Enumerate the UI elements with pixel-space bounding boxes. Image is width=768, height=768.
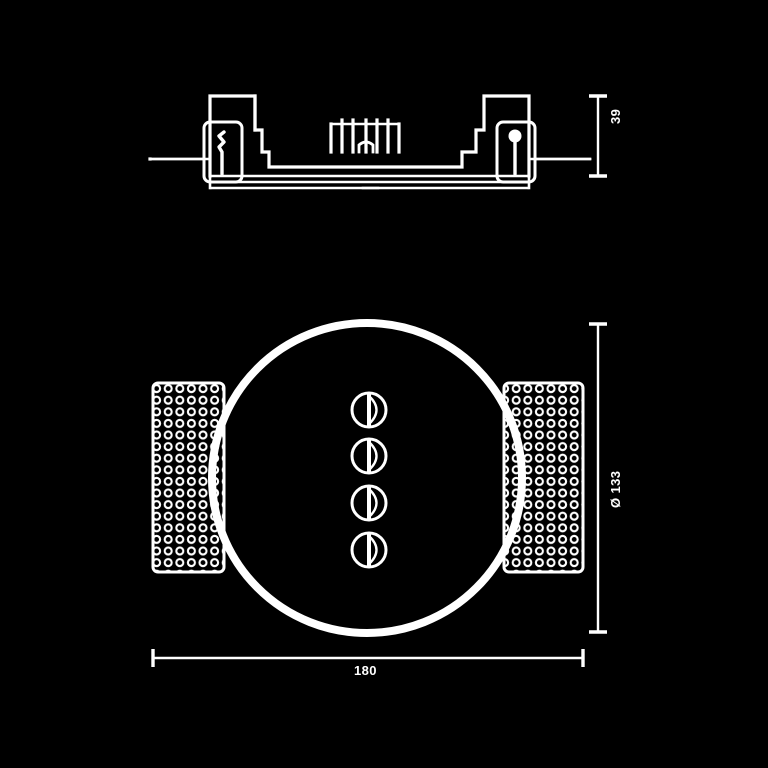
spring-clip-left [217,130,226,176]
led-module-2 [350,437,388,475]
led-modules [350,391,388,569]
led-4-arc [368,535,378,565]
led-2-arc [368,441,378,471]
heatsink-fins [329,118,401,154]
keyhole-head-right [508,129,522,143]
dimension-label-height: 39 [608,108,623,124]
perforated-plate-right [502,381,585,574]
dimension-diameter-133 [589,322,607,634]
dimension-height-39 [589,94,607,178]
led-4-outline [350,531,388,569]
led-module-1 [350,391,388,429]
dimension-label-width: 180 [354,663,377,678]
dimension-label-diameter: Ø 133 [608,470,623,508]
led-1-arc [368,395,378,425]
spring-clip-housing-right [495,120,537,184]
led-3-arc [368,488,378,518]
reflector-arch [357,140,375,154]
side-section-view [148,94,592,190]
led-module-3 [350,484,388,522]
body-circle [208,319,526,637]
led-1-outline [350,391,388,429]
dimension-width-180 [151,649,585,667]
led-module-4 [350,531,388,569]
led-3-outline [350,484,388,522]
plate-right-mesh [504,383,583,572]
plan-view [151,319,585,637]
spring-clip-housing-left [202,120,244,184]
led-2-outline [350,437,388,475]
